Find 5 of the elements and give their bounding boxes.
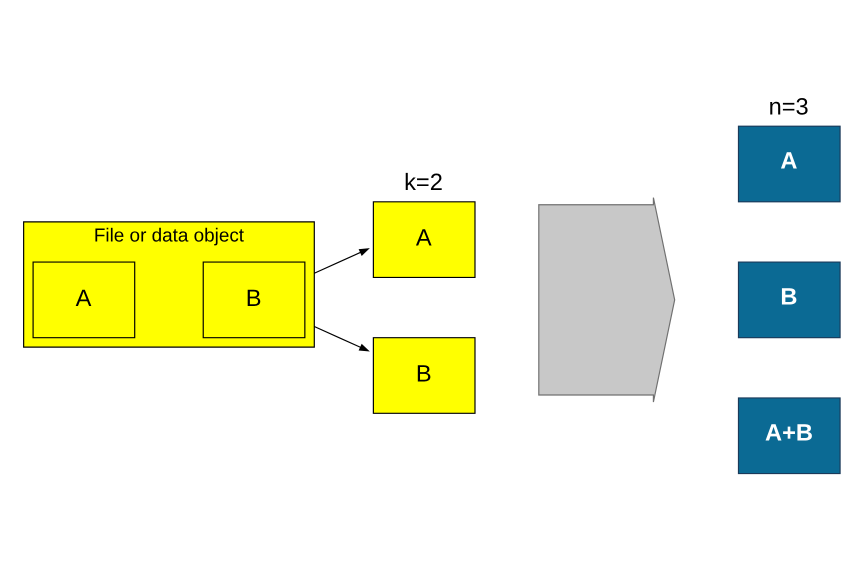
arrow: [314, 248, 370, 274]
node-arrow: [538, 196, 675, 402]
arrow: [314, 325, 370, 352]
node-label: n=3: [768, 94, 808, 120]
node-label: k=2: [404, 169, 442, 196]
